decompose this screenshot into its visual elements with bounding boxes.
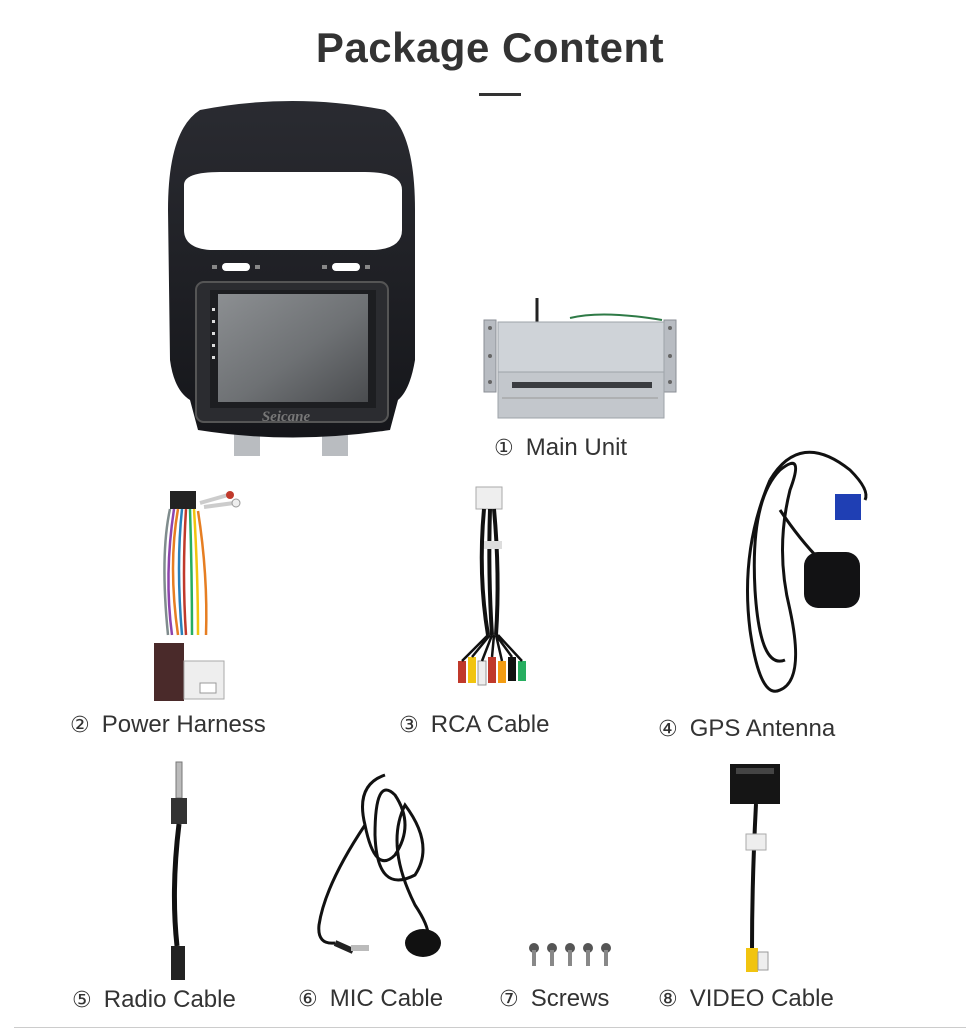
power-harness-image bbox=[148, 485, 248, 710]
rca-cable-image bbox=[448, 485, 538, 710]
main-unit-image bbox=[482, 296, 682, 421]
screws-image bbox=[524, 942, 619, 972]
video-cable-image bbox=[722, 760, 792, 980]
head-unit-frame-image: Seicane bbox=[160, 100, 425, 460]
gps-antenna-image bbox=[710, 430, 880, 710]
brand-logo: Seicane bbox=[262, 409, 311, 425]
page-title: Package Content bbox=[315, 24, 665, 71]
bottom-divider bbox=[14, 1027, 966, 1028]
mic-cable-image bbox=[305, 765, 475, 975]
radio-cable-image bbox=[155, 760, 205, 985]
title-underline bbox=[479, 93, 521, 96]
